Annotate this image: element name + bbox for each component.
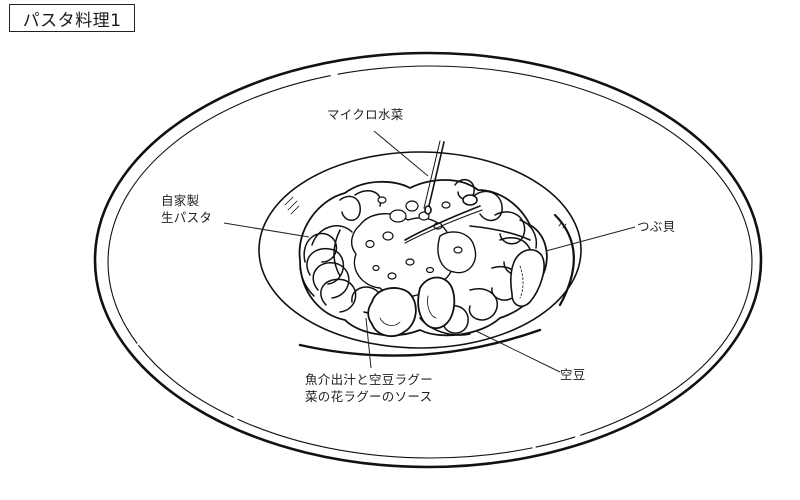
- label-sauce-line-1: 魚介出汁と空豆ラグー: [305, 372, 434, 387]
- leader-fava: [475, 330, 561, 373]
- fava-beans: [367, 276, 456, 338]
- label-pasta-line-2: 生パスタ: [161, 210, 213, 225]
- plate-rim-line: [107, 65, 753, 459]
- label-pasta: 自家製 生パスタ: [161, 192, 212, 226]
- label-microgreens-text: マイクロ水菜: [327, 107, 404, 122]
- leader-whelk: [545, 226, 636, 252]
- label-fava-beans-text: 空豆: [560, 367, 586, 382]
- leader-lines: [223, 130, 636, 373]
- label-fava-beans: 空豆: [560, 366, 586, 383]
- label-sauce: 魚介出汁と空豆ラグー 菜の花ラグーのソース: [305, 371, 433, 405]
- leader-sauce: [365, 317, 372, 369]
- plate-well: [258, 151, 582, 349]
- pasta-pile: [298, 140, 548, 338]
- label-microgreens: マイクロ水菜: [327, 106, 404, 123]
- label-whelk: つぶ貝: [637, 218, 675, 235]
- label-pasta-line-1: 自家製: [161, 193, 200, 208]
- label-sauce-line-2: 菜の花ラグーのソース: [305, 389, 433, 404]
- leader-pasta: [223, 222, 310, 238]
- microgreens: [404, 140, 531, 244]
- dish-title: パスタ料理1: [22, 10, 122, 31]
- leader-microgreens: [373, 130, 429, 177]
- plate: [93, 51, 763, 469]
- title-box: パスタ料理1: [9, 4, 135, 32]
- label-whelk-text: つぶ貝: [637, 219, 676, 234]
- plate-outer-edge: [93, 51, 763, 469]
- whelk: [509, 249, 545, 307]
